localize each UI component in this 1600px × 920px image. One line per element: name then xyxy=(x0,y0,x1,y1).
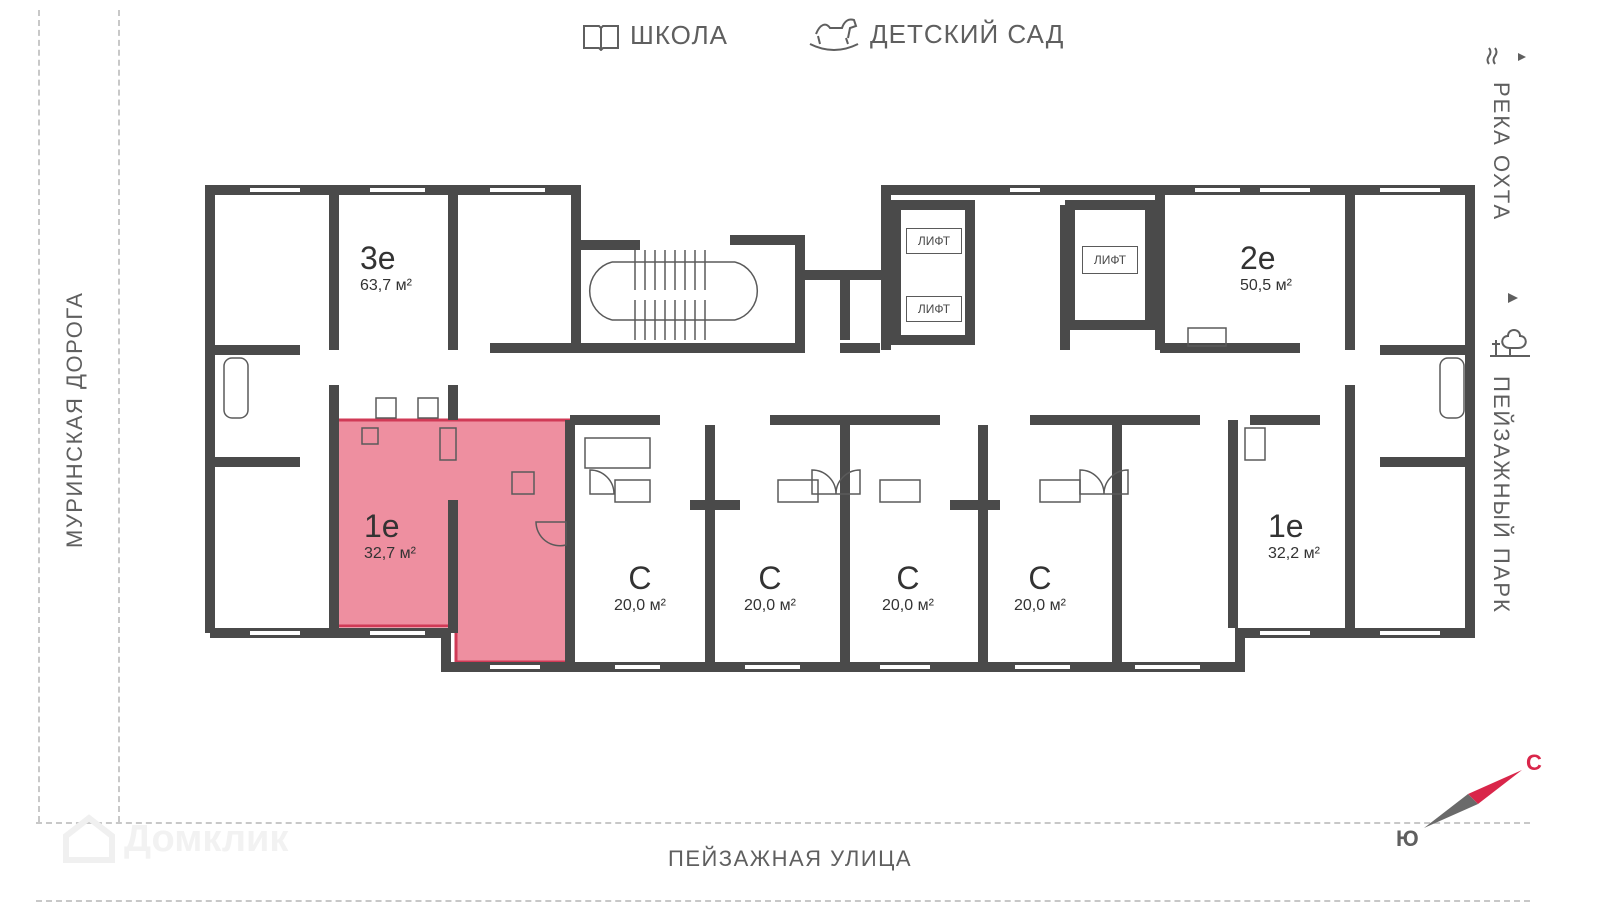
bottom-boundary-line xyxy=(36,900,1530,902)
apartment-type: 1е xyxy=(1268,508,1304,544)
rocking-horse-icon xyxy=(809,18,859,51)
apartment-1e[interactable]: 1е 32,2 м² xyxy=(1268,508,1320,563)
watermark-text: Домклик xyxy=(124,817,289,860)
left-road-line xyxy=(118,10,120,822)
compass-needle-icon xyxy=(1424,770,1522,828)
compass-south-label: Ю xyxy=(1396,826,1419,851)
elevator-1: ЛИФТ xyxy=(906,228,962,254)
windows xyxy=(250,188,1440,669)
apartment-3e[interactable]: 3е 63,7 м² xyxy=(360,240,412,295)
bottom-street-label: ПЕЙЗАЖНАЯ УЛИЦА xyxy=(668,846,913,871)
watermark: Домклик xyxy=(62,814,288,864)
school-landmark: ШКОЛА xyxy=(582,20,728,51)
kindergarten-label: ДЕТСКИЙ САД xyxy=(870,18,1065,49)
staircase xyxy=(588,250,759,340)
apartment-type: С xyxy=(896,560,920,596)
elevator-3: ЛИФТ xyxy=(1082,246,1138,274)
apartment-studio-2[interactable]: С 20,0 м² xyxy=(744,560,796,615)
compass: С Ю xyxy=(1396,746,1556,856)
apartment-type: С xyxy=(758,560,782,596)
river-icon xyxy=(1486,46,1530,73)
school-label: ШКОЛА xyxy=(630,20,729,50)
apartment-type: С xyxy=(628,560,652,596)
book-icon xyxy=(583,24,619,51)
apartment-area: 20,0 м² xyxy=(614,597,666,614)
apartment-area: 63,7 м² xyxy=(360,277,412,294)
apartment-area: 20,0 м² xyxy=(744,597,796,614)
park-tree-icon xyxy=(1486,318,1532,369)
home-logo-icon xyxy=(63,814,115,863)
apartment-type: 3е xyxy=(360,240,396,276)
left-boundary-line xyxy=(38,10,40,822)
apartment-area: 20,0 м² xyxy=(1014,597,1066,614)
apartment-area: 32,7 м² xyxy=(364,545,416,562)
apartment-type: 1е xyxy=(364,508,400,544)
fixtures xyxy=(223,327,1465,547)
compass-north-label: С xyxy=(1526,750,1542,775)
river-label: РЕКА ОХТА xyxy=(1489,82,1514,222)
apartment-type: 2е xyxy=(1240,240,1276,276)
elevator-2: ЛИФТ xyxy=(906,296,962,322)
kindergarten-landmark: ДЕТСКИЙ САД xyxy=(808,14,1064,54)
apartment-area: 50,5 м² xyxy=(1240,277,1292,294)
apartment-studio-1[interactable]: С 20,0 м² xyxy=(614,560,666,615)
apartment-area: 32,2 м² xyxy=(1268,545,1320,562)
apartment-area: 20,0 м² xyxy=(882,597,934,614)
apartment-1e-highlighted[interactable]: 1е 32,7 м² xyxy=(364,508,416,563)
arrow-right-icon xyxy=(1506,291,1520,310)
apartment-studio-3[interactable]: С 20,0 м² xyxy=(882,560,934,615)
park-label: ПЕЙЗАЖНЫЙ ПАРК xyxy=(1489,376,1514,614)
bottom-road-line xyxy=(36,822,1530,824)
apartment-studio-4[interactable]: С 20,0 м² xyxy=(1014,560,1066,615)
apartment-2e[interactable]: 2е 50,5 м² xyxy=(1240,240,1292,295)
apartment-type: С xyxy=(1028,560,1052,596)
